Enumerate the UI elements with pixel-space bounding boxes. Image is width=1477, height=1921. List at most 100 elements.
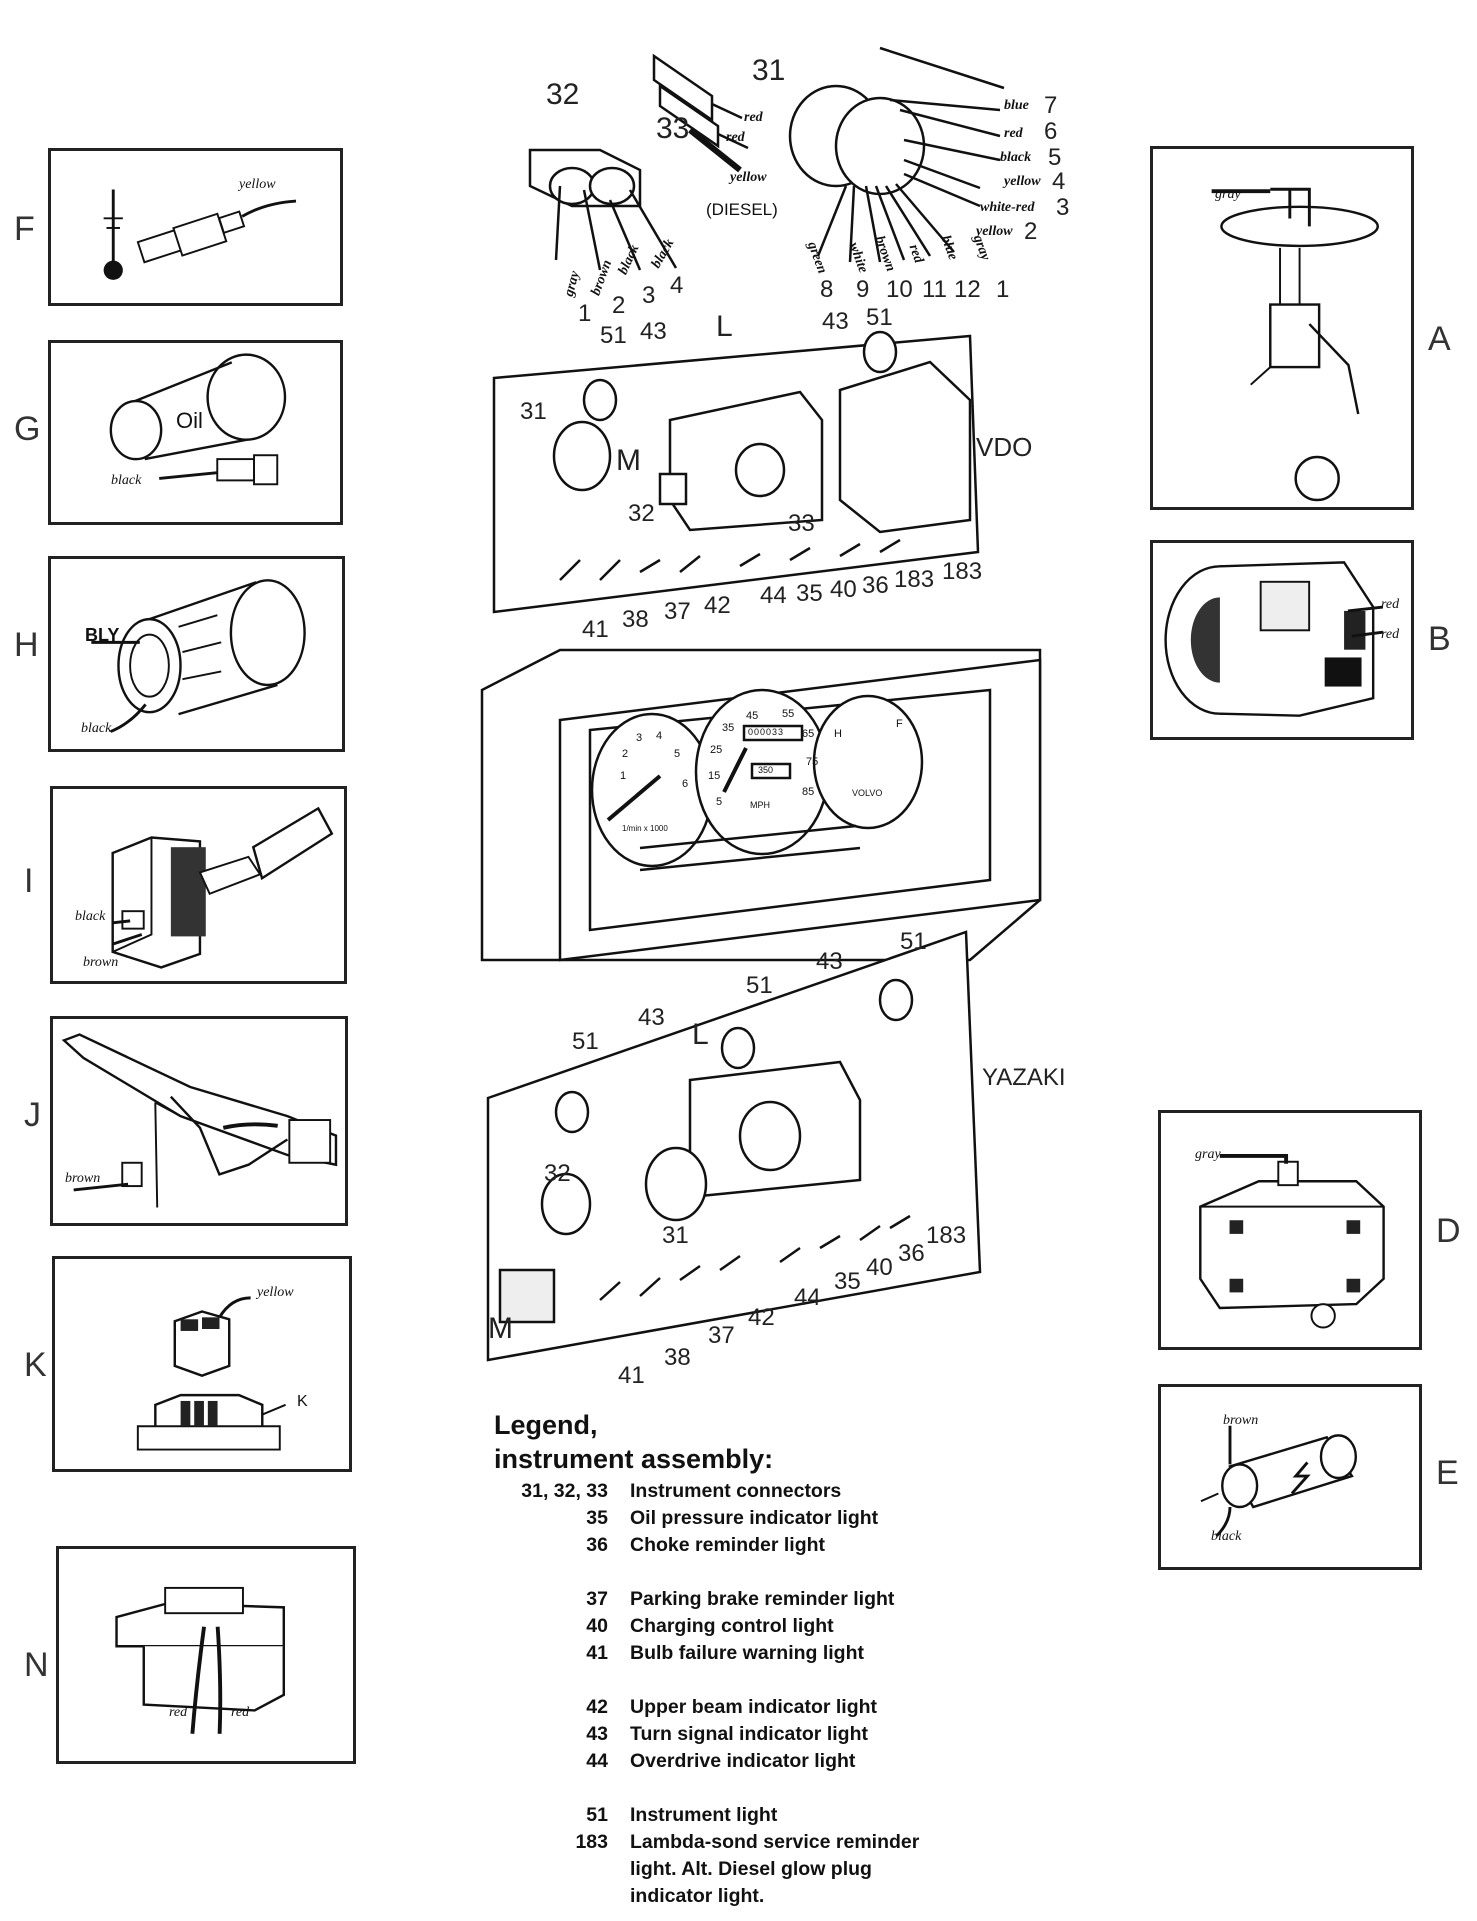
c31-wire-white-red: white-red [980,200,1035,215]
vdo-bottom-183-b: 183 [942,558,983,585]
switch-illustration [111,806,334,969]
vdo-label-m: M [616,444,641,477]
legend-item-number: 36 [586,1534,608,1556]
speedo-number-45: 45 [746,710,759,722]
panel-n-relay: red red [56,1546,356,1764]
legend-item-text: indicator light. [630,1885,765,1907]
c31-pin-5: 5 [1048,144,1062,171]
legend-item-number: 43 [586,1723,608,1745]
c32-pin-4: 4 [670,272,684,299]
yazaki-label-l: L [692,1018,709,1051]
legend-item-number: 42 [586,1696,608,1718]
legend-item-text: Turn signal indicator light [630,1723,868,1745]
connector-32-label: 32 [546,78,580,111]
plug-connector-illustration [136,1296,286,1451]
panel-label-f: F [14,210,35,248]
volvo-caption: VOLVO [852,788,883,798]
wire-label-red-2: red [231,1705,250,1720]
c31-pin-7: 7 [1044,92,1058,119]
yazaki-top-51-c: 51 [900,928,927,955]
pressure-switch-illustration [1199,1153,1385,1329]
c33-diesel-note: (DIESEL) [706,200,778,219]
wire-label-black: black [111,473,142,488]
yazaki-panel-drawing [486,930,982,1362]
c31-pin-1: 1 [996,276,1010,303]
wire-label-yellow: yellow [257,1285,294,1300]
vdo-top-43-a: 43 [640,318,667,345]
relay-illustration [115,1586,286,1734]
connector-33-drawing [652,53,749,173]
panel-label-n: N [24,1646,49,1684]
legend-item-text: light. Alt. Diesel glow plug [630,1858,872,1880]
c31-pin-8: 8 [820,276,834,303]
cluster-housing-drawing [480,648,1042,962]
yazaki-bottom-44: 44 [794,1284,821,1311]
temp-gauge-letter-h: H [834,728,842,740]
wire-label-red-1: red [1381,597,1400,612]
vdo-bottom-35: 35 [796,580,823,607]
wire-label-red-1: red [169,1705,188,1720]
vdo-top-43-b: 43 [822,308,849,335]
connector-31-drawing [788,46,1005,263]
legend-item-text: Upper beam indicator light [630,1696,878,1718]
odometer: 000033 [748,727,785,737]
yazaki-bottom-41: 41 [618,1362,645,1389]
vdo-side-31: 31 [520,398,547,425]
parking-brake-illustration [61,1033,338,1208]
tach-number-1: 1 [620,770,627,782]
legend-item-text: Charging control light [630,1615,834,1637]
vdo-bottom-42: 42 [704,592,731,619]
c32-pin-2: 2 [612,292,626,319]
wire-label-red-2: red [1381,627,1400,642]
yazaki-top-43-a: 43 [638,1004,665,1031]
c31-pin-12: 12 [954,276,981,303]
legend-item-number: 51 [586,1804,608,1826]
yazaki-top-43-b: 43 [816,948,843,975]
c31-wire-red: red [1004,126,1023,141]
tach-number-5: 5 [674,748,681,760]
yazaki-side-31: 31 [662,1222,689,1249]
legend-item-number: 44 [586,1750,608,1772]
tach-number-2: 2 [622,748,629,760]
panel-label-j: J [24,1096,41,1134]
wire-label-black: black [75,909,106,924]
wire-label-gray: gray [1195,1147,1221,1162]
legend-title-line-2: instrument assembly: [494,1444,774,1474]
c33-wire-yellow: yellow [730,170,767,185]
yazaki-brand: YAZAKI [982,1064,1066,1091]
panel-k-plug-connector: yellow K [52,1256,352,1472]
vdo-brand: VDO [976,432,1033,462]
vdo-top-51-b: 51 [866,304,893,331]
fuel-sender-illustration [1211,187,1379,502]
speedo-number-5: 5 [716,796,723,808]
panel-label-b: B [1428,620,1451,658]
panel-label-a: A [1428,320,1451,358]
temperature-sender-illustration [103,189,297,280]
panel-label-d: D [1436,1212,1461,1250]
panel-e-ignition-coil: brown black [1158,1384,1422,1570]
vdo-side-32: 32 [628,500,655,527]
tripmeter: 350 [758,765,774,775]
panel-label-k: K [24,1346,47,1384]
yazaki-bottom-35: 35 [834,1268,861,1295]
callout-k: K [297,1393,308,1410]
speedo-number-25: 25 [710,744,723,756]
legend-item-text: Overdrive indicator light [630,1750,856,1772]
speedo-number-65: 65 [802,728,815,740]
panel-f-temperature-sender: yellow [48,148,343,306]
alternator-illustration [1164,561,1384,717]
wire-label-gray: gray [1215,187,1241,202]
vdo-side-33: 33 [788,510,815,537]
c31-wire-blue: blue [1004,98,1029,113]
vdo-panel-drawing [492,330,980,614]
wire-label-black: black [81,721,112,736]
panel-h-connector-socket: BLY black [48,556,345,752]
wire-label-brown: brown [65,1171,101,1186]
legend-item-text: Instrument connectors [630,1480,842,1502]
legend-item-text: Oil pressure indicator light [630,1507,879,1529]
legend-item-number: 41 [586,1642,608,1664]
yazaki-bottom-42: 42 [748,1304,775,1331]
vdo-bottom-36: 36 [862,572,889,599]
panel-g-oil-pressure-sender: Oil black [48,340,343,525]
